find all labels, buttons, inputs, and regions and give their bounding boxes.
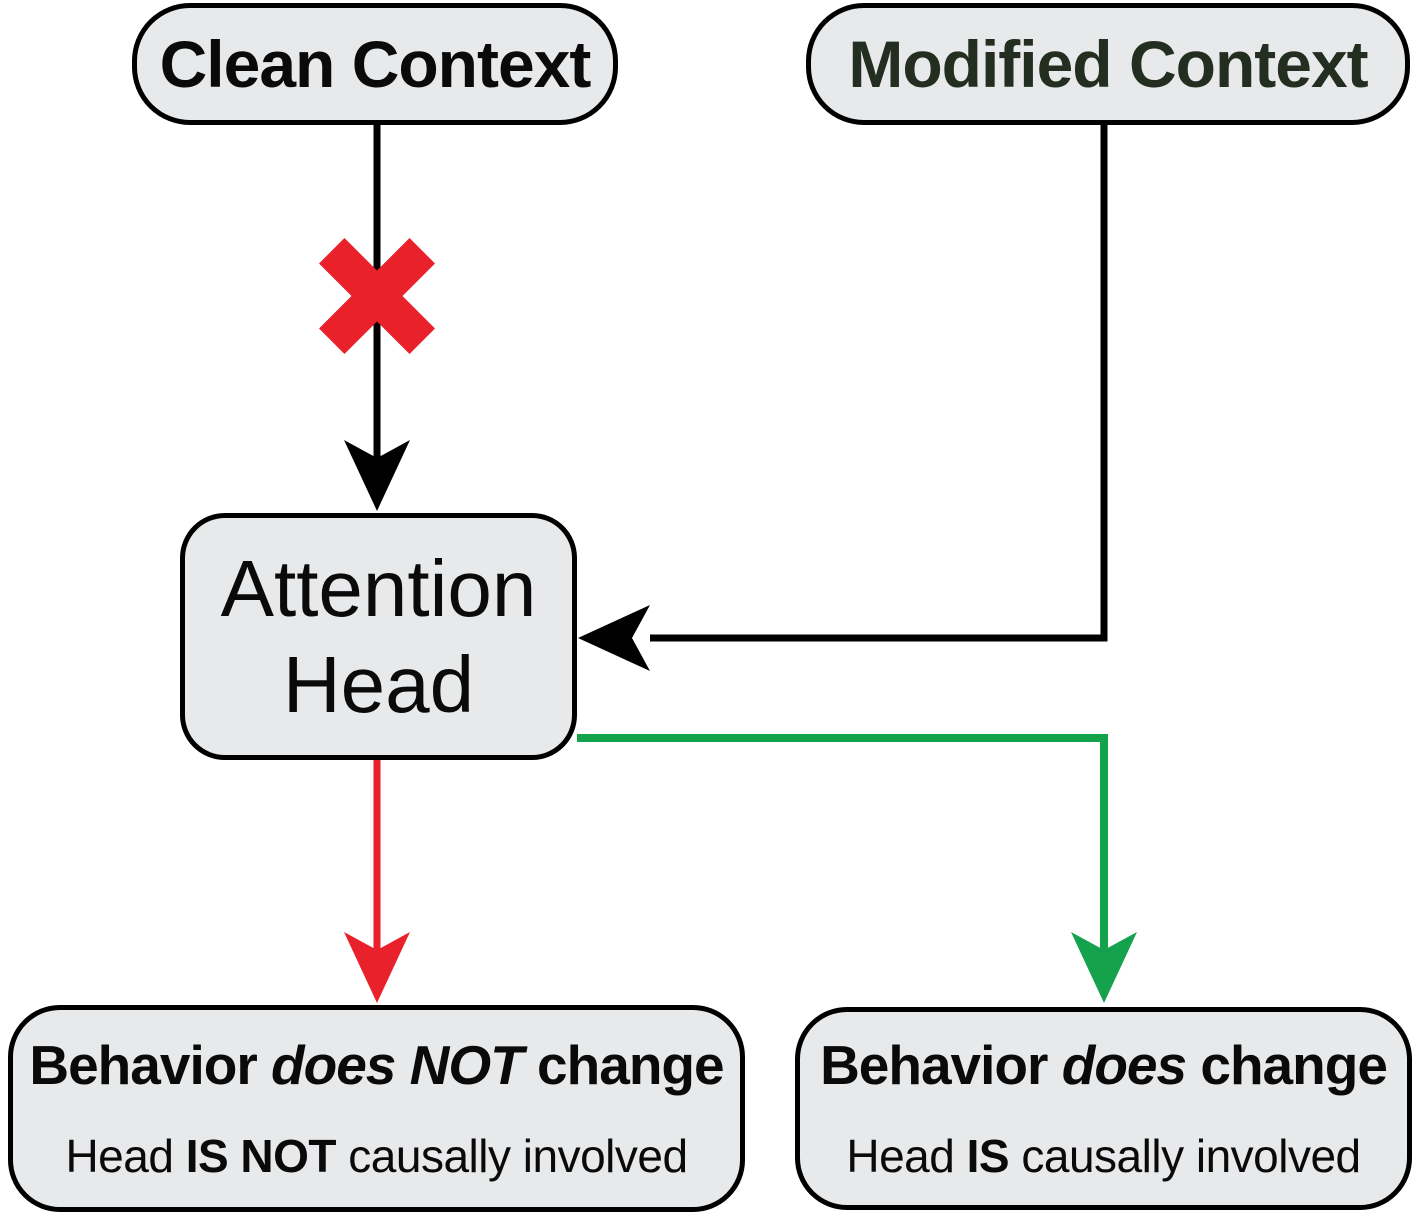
subtitle-emphasis-text: IS: [966, 1130, 1010, 1183]
arrowhead-left-icon: [578, 605, 650, 671]
title-text: Behavior: [820, 1033, 1062, 1096]
attention-head-label-line2: Head: [282, 639, 475, 729]
behavior-change-subtitle: Head IS causally involved: [846, 1130, 1361, 1183]
subtitle-text: Head: [65, 1130, 186, 1183]
title-emphasis-text: does NOT: [271, 1033, 524, 1096]
behavior-change-title: Behavior does change: [820, 1033, 1388, 1096]
title-emphasis-text: does: [1061, 1033, 1187, 1096]
clean-context-node: Clean Context: [132, 3, 618, 125]
modified-context-node: Modified Context: [806, 3, 1410, 125]
connector-attention-to-change: [577, 734, 1137, 1003]
behavior-not-change-node: Behavior does NOT change Head IS NOT cau…: [8, 1005, 745, 1212]
modified-context-label: Modified Context: [848, 27, 1368, 101]
subtitle-text: Head: [846, 1130, 967, 1183]
connector-line: [650, 124, 1108, 642]
subtitle-text: causally involved: [1009, 1130, 1361, 1183]
attention-head-label-line1: Attention: [220, 543, 537, 633]
subtitle-emphasis-text: IS NOT: [185, 1130, 337, 1183]
connector-line: [577, 734, 1108, 950]
title-text: Behavior: [29, 1033, 272, 1096]
clean-context-label: Clean Context: [159, 27, 592, 101]
connector-modified-to-attention: [578, 124, 1108, 671]
behavior-not-change-subtitle: Head IS NOT causally involved: [65, 1130, 688, 1183]
x-bar: [319, 238, 435, 354]
title-text: change: [1186, 1033, 1388, 1096]
subtitle-text: causally involved: [336, 1130, 688, 1183]
arrowhead-down-icon: [1071, 932, 1137, 1003]
arrowhead-down-icon: [344, 440, 410, 511]
connector-attention-to-nochange: [344, 760, 410, 1003]
blocked-x-icon: [319, 238, 435, 354]
behavior-not-change-title: Behavior does NOT change: [29, 1033, 725, 1096]
title-text: change: [522, 1033, 725, 1096]
behavior-change-node: Behavior does change Head IS causally in…: [795, 1007, 1412, 1210]
arrowhead-down-icon: [344, 932, 410, 1003]
attention-head-node: Attention Head: [180, 513, 577, 760]
